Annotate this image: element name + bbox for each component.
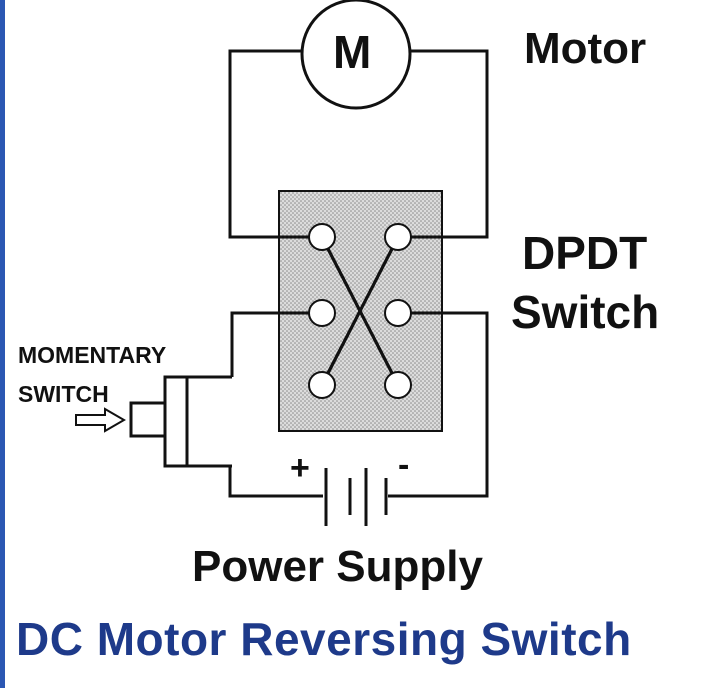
- battery-minus-label: -: [398, 446, 410, 484]
- motor-letter: M: [333, 26, 372, 78]
- dpdt-switch-label-line1: DPDT: [522, 227, 648, 279]
- terminal-middle-right: [384, 299, 412, 327]
- motor-symbol: [300, 0, 412, 110]
- power-supply-label: Power Supply: [192, 542, 483, 591]
- battery-symbol: [324, 468, 388, 526]
- momentary-switch-label-line2: SWITCH: [18, 381, 109, 407]
- terminal-middle-left: [308, 299, 336, 327]
- wire-motor-right: [398, 49, 489, 239]
- wire-middle-right: [388, 311, 489, 498]
- press-arrow-icon: [75, 407, 126, 433]
- wire-motor-left: [228, 49, 322, 239]
- momentary-switch-button: [129, 401, 167, 438]
- wire-power-left: [228, 466, 323, 498]
- terminal-bottom-left: [308, 371, 336, 399]
- page-title: DC Motor Reversing Switch: [16, 613, 632, 665]
- battery-plus-label: +: [290, 449, 310, 487]
- momentary-switch-label-line1: MOMENTARY: [18, 342, 167, 368]
- terminal-top-right: [384, 223, 412, 251]
- motor-label: Motor: [524, 24, 647, 73]
- terminal-top-left: [308, 223, 336, 251]
- dpdt-switch-label-line2: Switch: [511, 286, 660, 338]
- page-border-strip: [0, 0, 5, 688]
- wire-momentary-top: [163, 375, 232, 468]
- terminal-bottom-right: [384, 371, 412, 399]
- momentary-gap: [226, 402, 238, 460]
- wire-middle-left: [230, 311, 322, 377]
